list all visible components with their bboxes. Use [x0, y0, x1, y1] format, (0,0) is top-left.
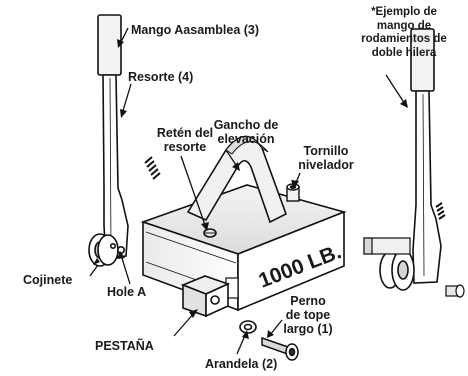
flange-block	[180, 275, 231, 318]
label-hole-a: Hole A	[107, 285, 147, 299]
label-lifting-hook: Gancho de elevación	[196, 118, 296, 146]
hole-a-mark	[117, 246, 126, 255]
spring-icon	[144, 156, 161, 180]
label-lifting-hook-line2: elevación	[217, 132, 275, 146]
washer-icon	[239, 320, 257, 334]
leader-hole-a	[120, 254, 131, 285]
handle-shaft-left	[102, 74, 129, 259]
label-spring-retainer: Retén del resorte	[145, 126, 225, 154]
label-example-note-line1: *Ejemplo de	[371, 6, 437, 18]
label-flange: PESTAÑA	[95, 339, 154, 353]
label-washer: Arandela (2)	[205, 357, 278, 371]
leader-ejemplo	[385, 74, 406, 105]
label-long-stop-bolt-line2: de tope	[285, 308, 331, 322]
leveling-screw-icon	[286, 183, 300, 202]
leader-reten	[180, 155, 207, 229]
label-example-note-line4: doble hilera	[371, 46, 437, 59]
label-long-stop-bolt-line3: largo (1)	[283, 322, 333, 336]
label-spring: Resorte (4)	[128, 70, 194, 84]
label-handle-assembly: Mango Aasamblea (3)	[131, 23, 260, 37]
left-handle-assembly	[88, 14, 129, 267]
right-handle-assembly	[363, 28, 465, 298]
long-stop-bolt-icon	[261, 336, 299, 361]
label-example-note-line3: rodamientos de	[361, 33, 447, 45]
leader-arrowheads	[93, 39, 408, 339]
label-long-stop-bolt: Perno de tope largo (1)	[272, 294, 344, 336]
label-bearing: Cojinete	[23, 273, 73, 287]
leader-resorte	[121, 83, 132, 115]
handle-grip-left	[97, 14, 122, 76]
label-example-note: *Ejemplo de mango de rodamientos de dobl…	[348, 6, 460, 60]
label-leveling-screw-line2: nivelador	[298, 158, 354, 172]
leader-pestana	[173, 311, 196, 337]
leader-cojinete	[89, 264, 99, 277]
leader-lines	[89, 27, 406, 355]
handle-shaft-right	[412, 90, 442, 284]
label-leveling-screw-line1: Tornillo	[303, 144, 349, 158]
leader-perno	[269, 319, 283, 336]
label-spring-retainer-line2: resorte	[163, 140, 207, 154]
label-lifting-hook-line1: Gancho de	[213, 118, 279, 132]
label-long-stop-bolt-line1: Perno	[290, 294, 326, 308]
lifting-hook	[186, 135, 287, 224]
label-leveling-screw: Tornillo nivelador	[286, 144, 366, 172]
label-example-note-line2: mango de	[376, 19, 432, 32]
magnet-body	[140, 184, 347, 312]
label-spring-retainer-line1: Retén del	[156, 126, 214, 140]
